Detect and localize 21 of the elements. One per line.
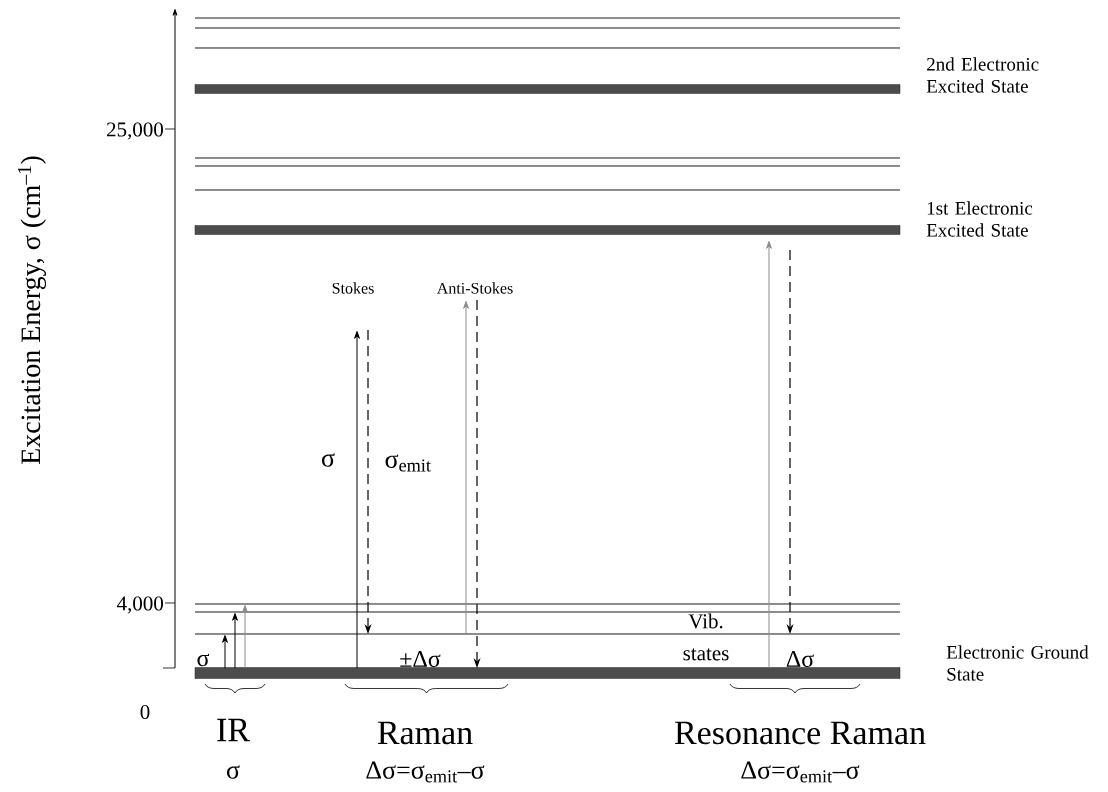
formula-label: Δσ=σ$_{emit}$–σ [366,761,485,783]
method-label: Raman [377,721,473,745]
transition-label: Anti-Stokes [436,282,513,294]
tick-label: 25,000 [107,122,163,140]
method-label: IR [217,718,250,742]
method-label: Resonance Raman [674,721,926,745]
symbol-label: σ$_{emit}$ [385,454,431,472]
symbol-label: Δσ [786,650,814,668]
state-label: 1st Electronic Excited State [926,201,1033,237]
symbol-label: σ [197,653,210,667]
tick-label: 4,000 [116,596,163,614]
state-label: Electronic Ground State [946,645,1089,681]
tick-label: 0 [140,704,150,720]
state-label: 2nd Electronic Excited State [926,57,1039,93]
vib-states-label: Vib. states [683,613,729,661]
axis-title: Excitation Energy, σ (cm$^{–1}$) [18,156,46,465]
transition-label: Stokes [332,282,374,294]
symbol-label: σ [322,453,335,467]
symbol-label: ±Δσ [400,650,441,668]
formula-label: σ [227,765,240,779]
formula-label: Δσ=σ$_{emit}$–σ [741,761,860,783]
